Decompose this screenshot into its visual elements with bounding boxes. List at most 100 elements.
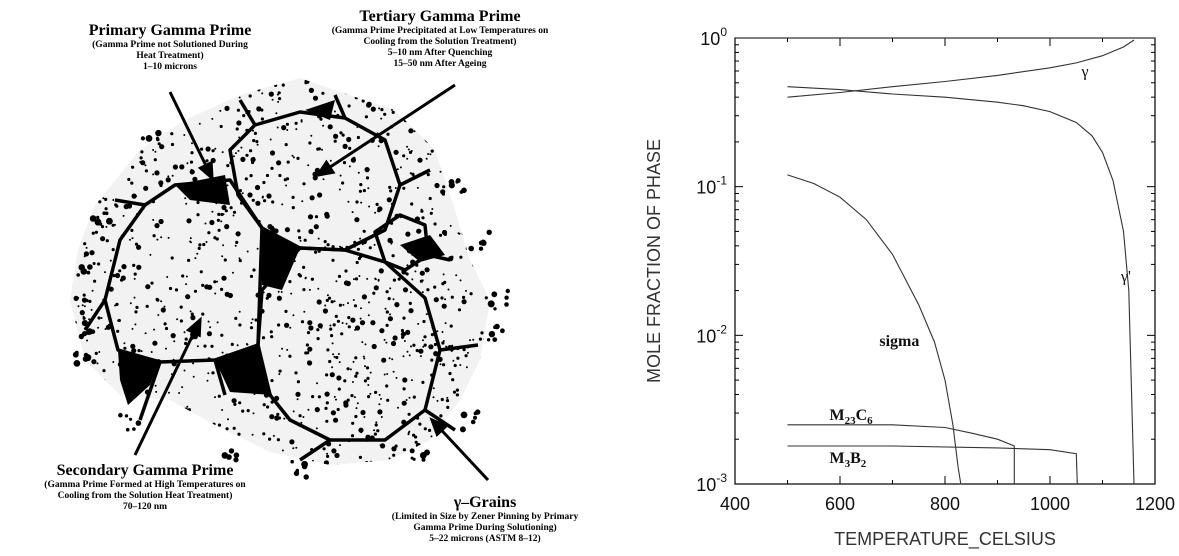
edge-particle [125,427,130,432]
edge-particle [504,302,509,307]
edge-particle [233,452,240,459]
tertiary-line: (Gamma Prime Precipitated at Low Tempera… [331,26,549,36]
edge-particle [140,136,145,141]
primary-gamma-prime-blob [262,230,300,290]
grain-boundary-branches [83,94,479,462]
edge-particle [129,417,133,421]
edge-particle [492,337,498,342]
edge-particle [290,459,295,464]
edge-particle [118,412,123,418]
edge-particle [468,245,475,252]
edge-particle [224,453,228,458]
grains-line: (Limited in Size by Zener Pinning by Pri… [391,512,579,522]
edge-particle [124,414,129,418]
x-tick-label: 600 [825,494,855,514]
edge-particle [473,411,478,416]
tertiary-arrow [317,83,456,177]
edge-particle [473,415,477,420]
primary-gamma-prime-blob [118,350,160,405]
series-lines [735,37,1155,485]
edge-particle [157,142,161,146]
series-line- [787,39,1135,98]
edge-particle [86,270,91,275]
edge-particle [72,351,79,358]
series-label: M23C6 [830,407,874,427]
primary-line: Heat Treatment) [136,51,204,61]
grains-arrow-head [429,417,449,437]
edge-particle [493,307,497,311]
series-line-sigma [787,174,962,485]
edge-particle [455,180,459,184]
series-line-M3B2 [787,445,1078,485]
microstructure-drawing [70,78,510,482]
edge-particle [478,246,484,251]
grain-boundaries [83,94,479,462]
series-label: sigma [879,333,919,350]
edge-particle [135,420,142,426]
ticks [734,37,1156,485]
x-axis-label: TEMPERATURE_CELSIUS [834,529,1056,550]
edge-particle [500,328,505,334]
edge-particle [94,218,102,226]
secondary-gamma-prime-label: Secondary Gamma Prime (Gamma Prime Forme… [0,462,290,513]
y-tick-label: 10-2 [696,322,727,346]
edge-particle [82,331,88,337]
edge-particle [81,320,88,327]
edge-particle [478,240,484,246]
edge-particle [301,460,308,468]
tertiary-line: Cooling from the Solution Treatment) [363,37,517,47]
grains-title: γ–Grains [453,494,517,511]
grains-line: 5–22 microns (ASTM 8–12) [429,534,541,544]
edge-particle [488,330,496,338]
microstructure-diagram: Primary Gamma Prime (Gamma Prime not Sol… [0,8,579,544]
edge-particle [409,448,415,454]
edge-particle [155,129,162,137]
edge-particle [460,411,468,419]
primary-gamma-prime-blob [215,345,272,395]
edge-particle [487,300,495,308]
edge-particle [132,427,136,431]
tertiary-title: Tertiary Gamma Prime [359,8,521,25]
edge-particle [412,457,416,461]
primary-arrow [168,91,214,179]
edge-particle [448,182,455,189]
edge-particle [104,211,109,216]
primary-title: Primary Gamma Prime [88,22,252,39]
primary-line: 1–10 microns [143,62,197,72]
y-axis-label: MOLE FRACTION OF PHASE [644,139,664,383]
secondary-line: 70–120 nm [122,502,168,512]
edge-particle [470,419,476,425]
edge-particle [486,338,491,342]
secondary-line: (Gamma Prime Formed at High Temperatures… [44,480,246,490]
edge-particle [73,360,81,367]
series-line- [787,86,1135,485]
edge-particle [504,295,509,300]
secondary-line: Cooling from the Solution Heat Treatment… [57,491,233,501]
edge-particle [486,229,492,235]
series-label: M3B2 [830,450,867,470]
secondary-arrow [133,319,202,456]
pointer-arrows [133,83,490,482]
primary-gamma-prime-label: Primary Gamma Prime (Gamma Prime not Sol… [40,22,300,73]
tertiary-line: 5–10 nm After Quenching [387,48,493,58]
edge-particle [89,215,97,222]
edge-particle [459,426,466,433]
edge-particle [491,291,498,298]
edge-particle [87,264,93,270]
edge-particle [156,137,160,142]
x-tick-label: 1000 [1030,494,1070,514]
edge-particle [145,135,153,142]
edge-particle [493,325,497,330]
edge-particle [228,448,235,454]
y-tick-label: 10-3 [696,471,727,495]
tertiary-gamma-prime-label: Tertiary Gamma Prime (Gamma Prime Precip… [305,8,575,70]
edge-particle [83,352,89,358]
edge-particle [419,452,427,459]
edge-particle [96,215,100,219]
edge-particle [92,262,96,265]
y-tick-label: 10-1 [696,174,727,198]
edge-particle [505,288,510,294]
secondary-arrow-head [185,316,202,338]
edge-particle [303,474,309,480]
